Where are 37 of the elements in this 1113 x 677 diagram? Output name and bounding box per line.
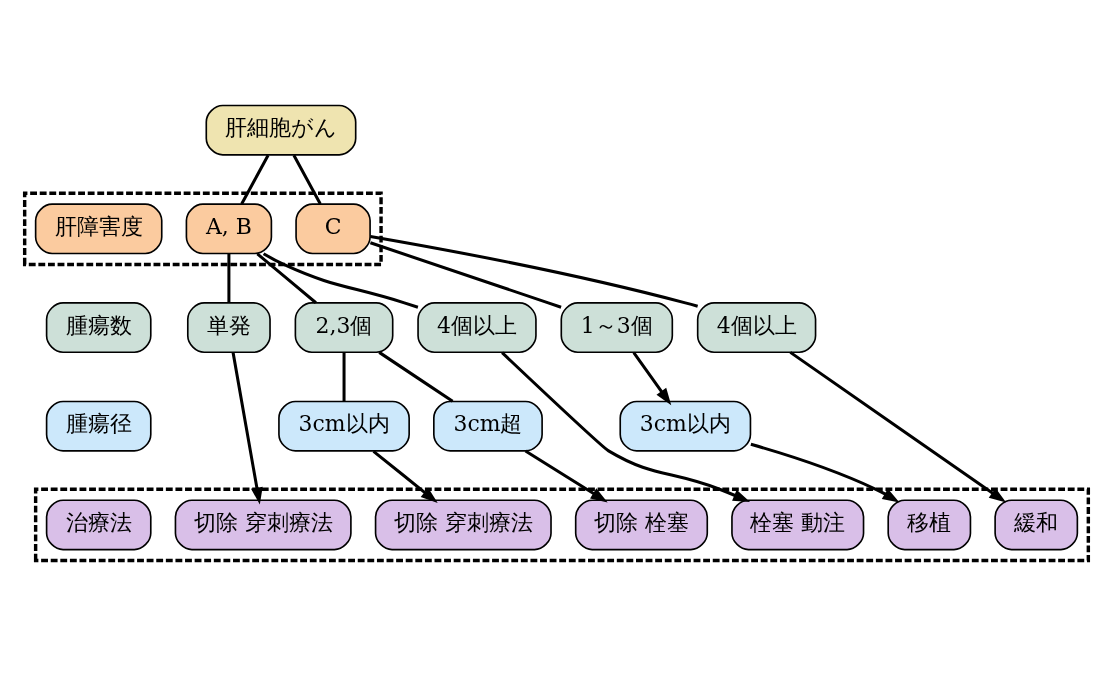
node-box: 3cm超 [433, 400, 543, 452]
node-box: 切除 栓塞 [574, 499, 709, 551]
arrow [524, 449, 608, 503]
node-box: 切除 穿刺療法 [174, 499, 352, 551]
cluster [22, 191, 383, 267]
arrow [632, 351, 672, 406]
node-box: 切除 穿刺療法 [374, 499, 552, 551]
node-box: 4個以上 [696, 302, 817, 354]
node-box: 治療法 [45, 499, 152, 551]
connector [227, 253, 231, 303]
node-box: 栓塞 動注 [731, 499, 865, 551]
connector [240, 154, 270, 205]
node-box: 1～3個 [560, 302, 674, 354]
arrow [789, 351, 1007, 503]
connector [292, 154, 322, 205]
node-box: 単発 [186, 302, 271, 354]
node-box: 肝障害度 [34, 203, 163, 255]
connector [256, 252, 317, 304]
node-box: C [295, 203, 371, 255]
connector [342, 352, 346, 402]
node-box: 2,3個 [294, 302, 394, 354]
arrow [372, 450, 438, 503]
connector [378, 351, 454, 403]
arrow [750, 442, 900, 503]
node-box: 3cm以内 [278, 400, 410, 452]
node-box: 4個以上 [417, 302, 537, 354]
node-box: 肝細胞がん [205, 104, 357, 156]
connector [370, 235, 699, 308]
arrow [231, 352, 263, 505]
node-box: 緩和 [994, 499, 1079, 551]
node-box: 腫瘍数 [45, 302, 152, 354]
connector [262, 252, 419, 309]
connector [369, 241, 562, 309]
node-box: 移植 [887, 499, 972, 551]
node-box: 腫瘍径 [45, 400, 152, 452]
node-box: A, B [185, 203, 273, 255]
node-box: 3cm以内 [619, 400, 752, 452]
